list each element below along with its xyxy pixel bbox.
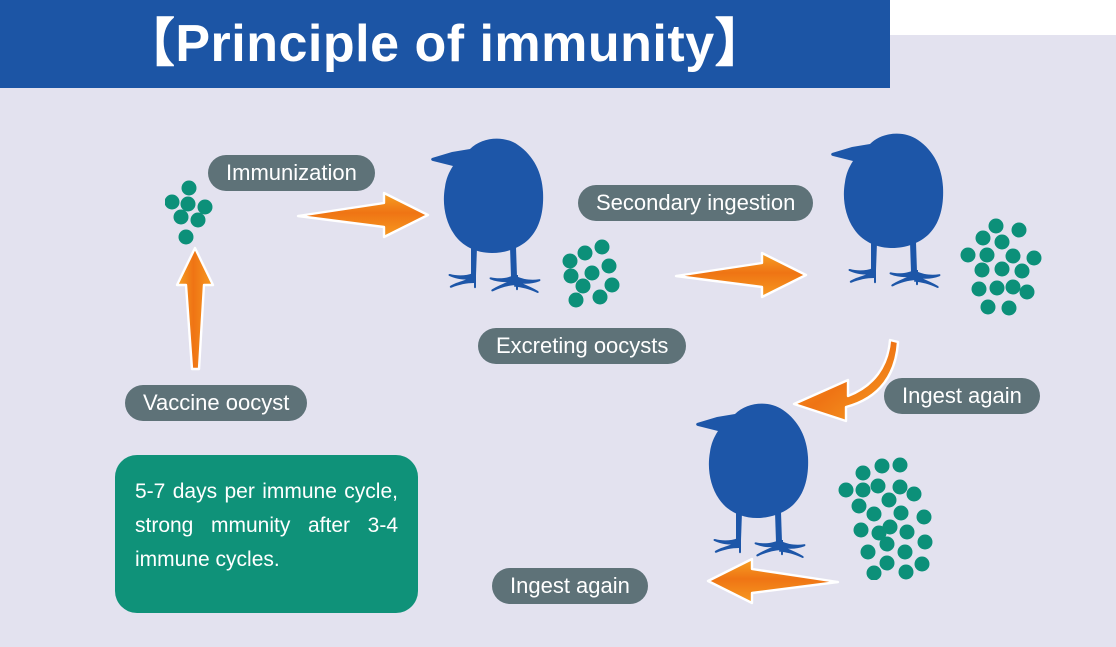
chick-second <box>830 130 960 290</box>
arrow-right-icon <box>674 251 808 299</box>
chick-silhouette-icon <box>431 138 544 294</box>
chick-silhouette-icon <box>696 403 809 559</box>
oocyst-dots-icon <box>562 239 620 308</box>
oocyst-dots-icon <box>838 457 933 580</box>
page-title: 【Principle of immunity】 <box>122 15 768 73</box>
arrow-curved-down-left-icon <box>792 338 900 423</box>
excreted-oocyst-cluster <box>556 238 640 314</box>
title-bar: 【Principle of immunity】 <box>0 0 890 88</box>
chick-silhouette-icon <box>831 133 944 289</box>
label-ingest-again-right: Ingest again <box>884 378 1040 414</box>
arrow-ingest-again-left <box>706 556 842 606</box>
info-box-text: 5-7 days per immune cycle, strong mmunit… <box>135 480 398 572</box>
arrow-secondary-ingestion <box>674 248 810 302</box>
arrow-ingest-again-curved <box>786 336 904 424</box>
label-immunization: Immunization <box>208 155 375 191</box>
immune-cycle-info-box: 5-7 days per immune cycle, strong mmunit… <box>115 455 418 613</box>
label-secondary-ingestion: Secondary ingestion <box>578 185 814 221</box>
chick-third <box>695 400 825 560</box>
arrow-left-icon <box>706 557 840 605</box>
arrow-immunization <box>296 190 432 240</box>
label-vaccine-oocyst: Vaccine oocyst <box>125 385 308 421</box>
oocyst-dots-icon <box>960 218 1042 316</box>
oocyst-dots-icon <box>165 180 213 245</box>
label-excreting-oocysts: Excreting oocysts <box>478 328 687 364</box>
arrow-up-icon <box>175 246 215 371</box>
arrow-right-icon <box>296 191 430 239</box>
vaccine-oocyst-cluster <box>165 180 227 254</box>
tertiary-oocyst-cluster <box>838 456 942 580</box>
arrow-vaccine-oocyst <box>172 245 220 373</box>
label-ingest-again-bottom: Ingest again <box>492 568 648 604</box>
secondary-oocyst-cluster <box>958 216 1054 324</box>
chick-first <box>430 135 560 295</box>
